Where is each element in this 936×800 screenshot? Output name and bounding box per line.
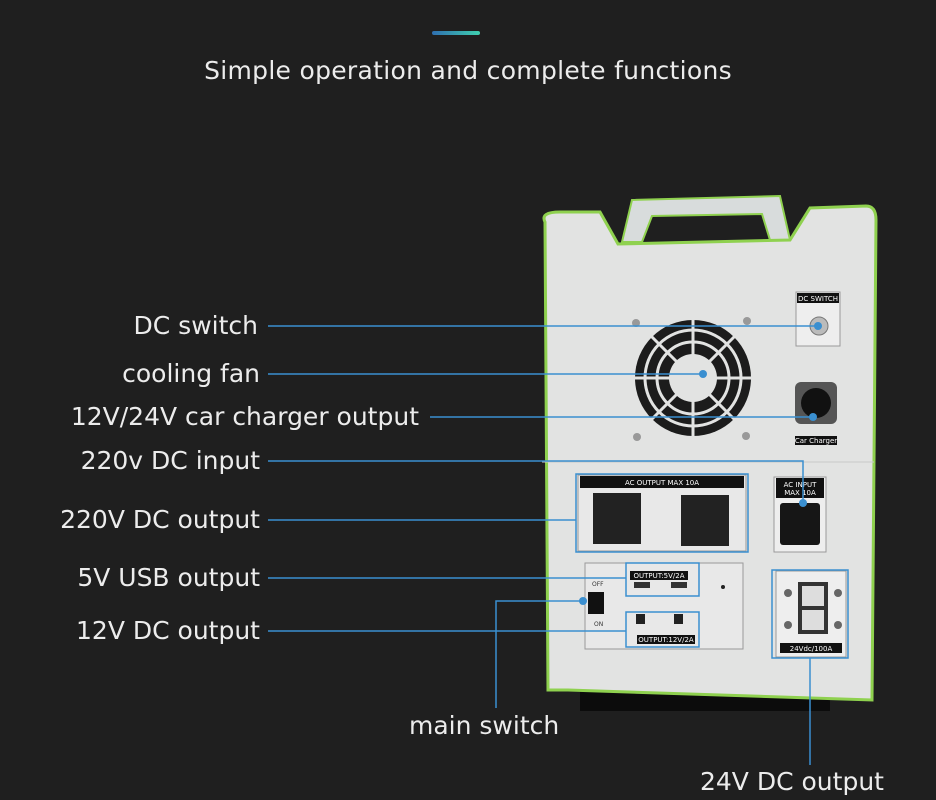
callout-dc-switch: DC switch — [133, 311, 258, 340]
callout-line-main-switch — [495, 600, 583, 708]
callout-box-12v — [625, 611, 700, 648]
svg-text:DC SWITCH: DC SWITCH — [798, 295, 838, 303]
svg-text:AC INPUT: AC INPUT — [784, 481, 817, 489]
ac-input-panel: AC INPUT MAX 10A — [773, 476, 827, 553]
dc-switch-panel: DC SWITCH — [795, 291, 841, 347]
svg-text:ON: ON — [594, 621, 603, 628]
car-charger-socket: Car Charger — [795, 382, 837, 445]
svg-text:AC OUTPUT MAX 10A: AC OUTPUT MAX 10A — [625, 479, 699, 487]
svg-text:OUTPUT:5V/2A: OUTPUT:5V/2A — [634, 572, 685, 580]
callout-cooling-fan: cooling fan — [122, 359, 260, 388]
usb-dc-panel: OFF ON OUTPUT:5V/2A OUTPUT:12V/2A — [584, 562, 744, 650]
callout-box-usb — [625, 562, 700, 597]
callout-dots — [579, 322, 822, 605]
callout-12v-output: 12V DC output — [76, 616, 260, 645]
cooling-fan-grille — [632, 317, 754, 442]
ac-output-panel: AC OUTPUT MAX 10A — [577, 474, 747, 552]
callout-main-switch: main switch — [409, 711, 560, 740]
svg-text:MAX 10A: MAX 10A — [784, 489, 816, 497]
svg-text:OUTPUT:12V/2A: OUTPUT:12V/2A — [638, 636, 694, 644]
carry-handle — [620, 194, 792, 243]
callout-car-charger: 12V/24V car charger output — [70, 402, 419, 431]
page-title: Simple operation and complete functions — [204, 56, 732, 85]
dc-24v-panel: 24Vdc/100A — [775, 570, 847, 658]
callout-220v-output: 220V DC output — [60, 505, 260, 534]
svg-text:OFF: OFF — [592, 581, 604, 588]
svg-text:24Vdc/100A: 24Vdc/100A — [790, 645, 833, 653]
callout-box-220v-output — [575, 473, 749, 553]
title-accent-bar — [432, 31, 480, 35]
callout-usb-output: 5V USB output — [77, 563, 260, 592]
callout-line-dc-input — [268, 460, 804, 503]
callout-dc-input: 220v DC input — [80, 446, 260, 475]
callout-24v-output: 24V DC output — [700, 767, 884, 796]
svg-text:Car Charger: Car Charger — [795, 437, 837, 445]
callout-lines — [268, 325, 849, 765]
